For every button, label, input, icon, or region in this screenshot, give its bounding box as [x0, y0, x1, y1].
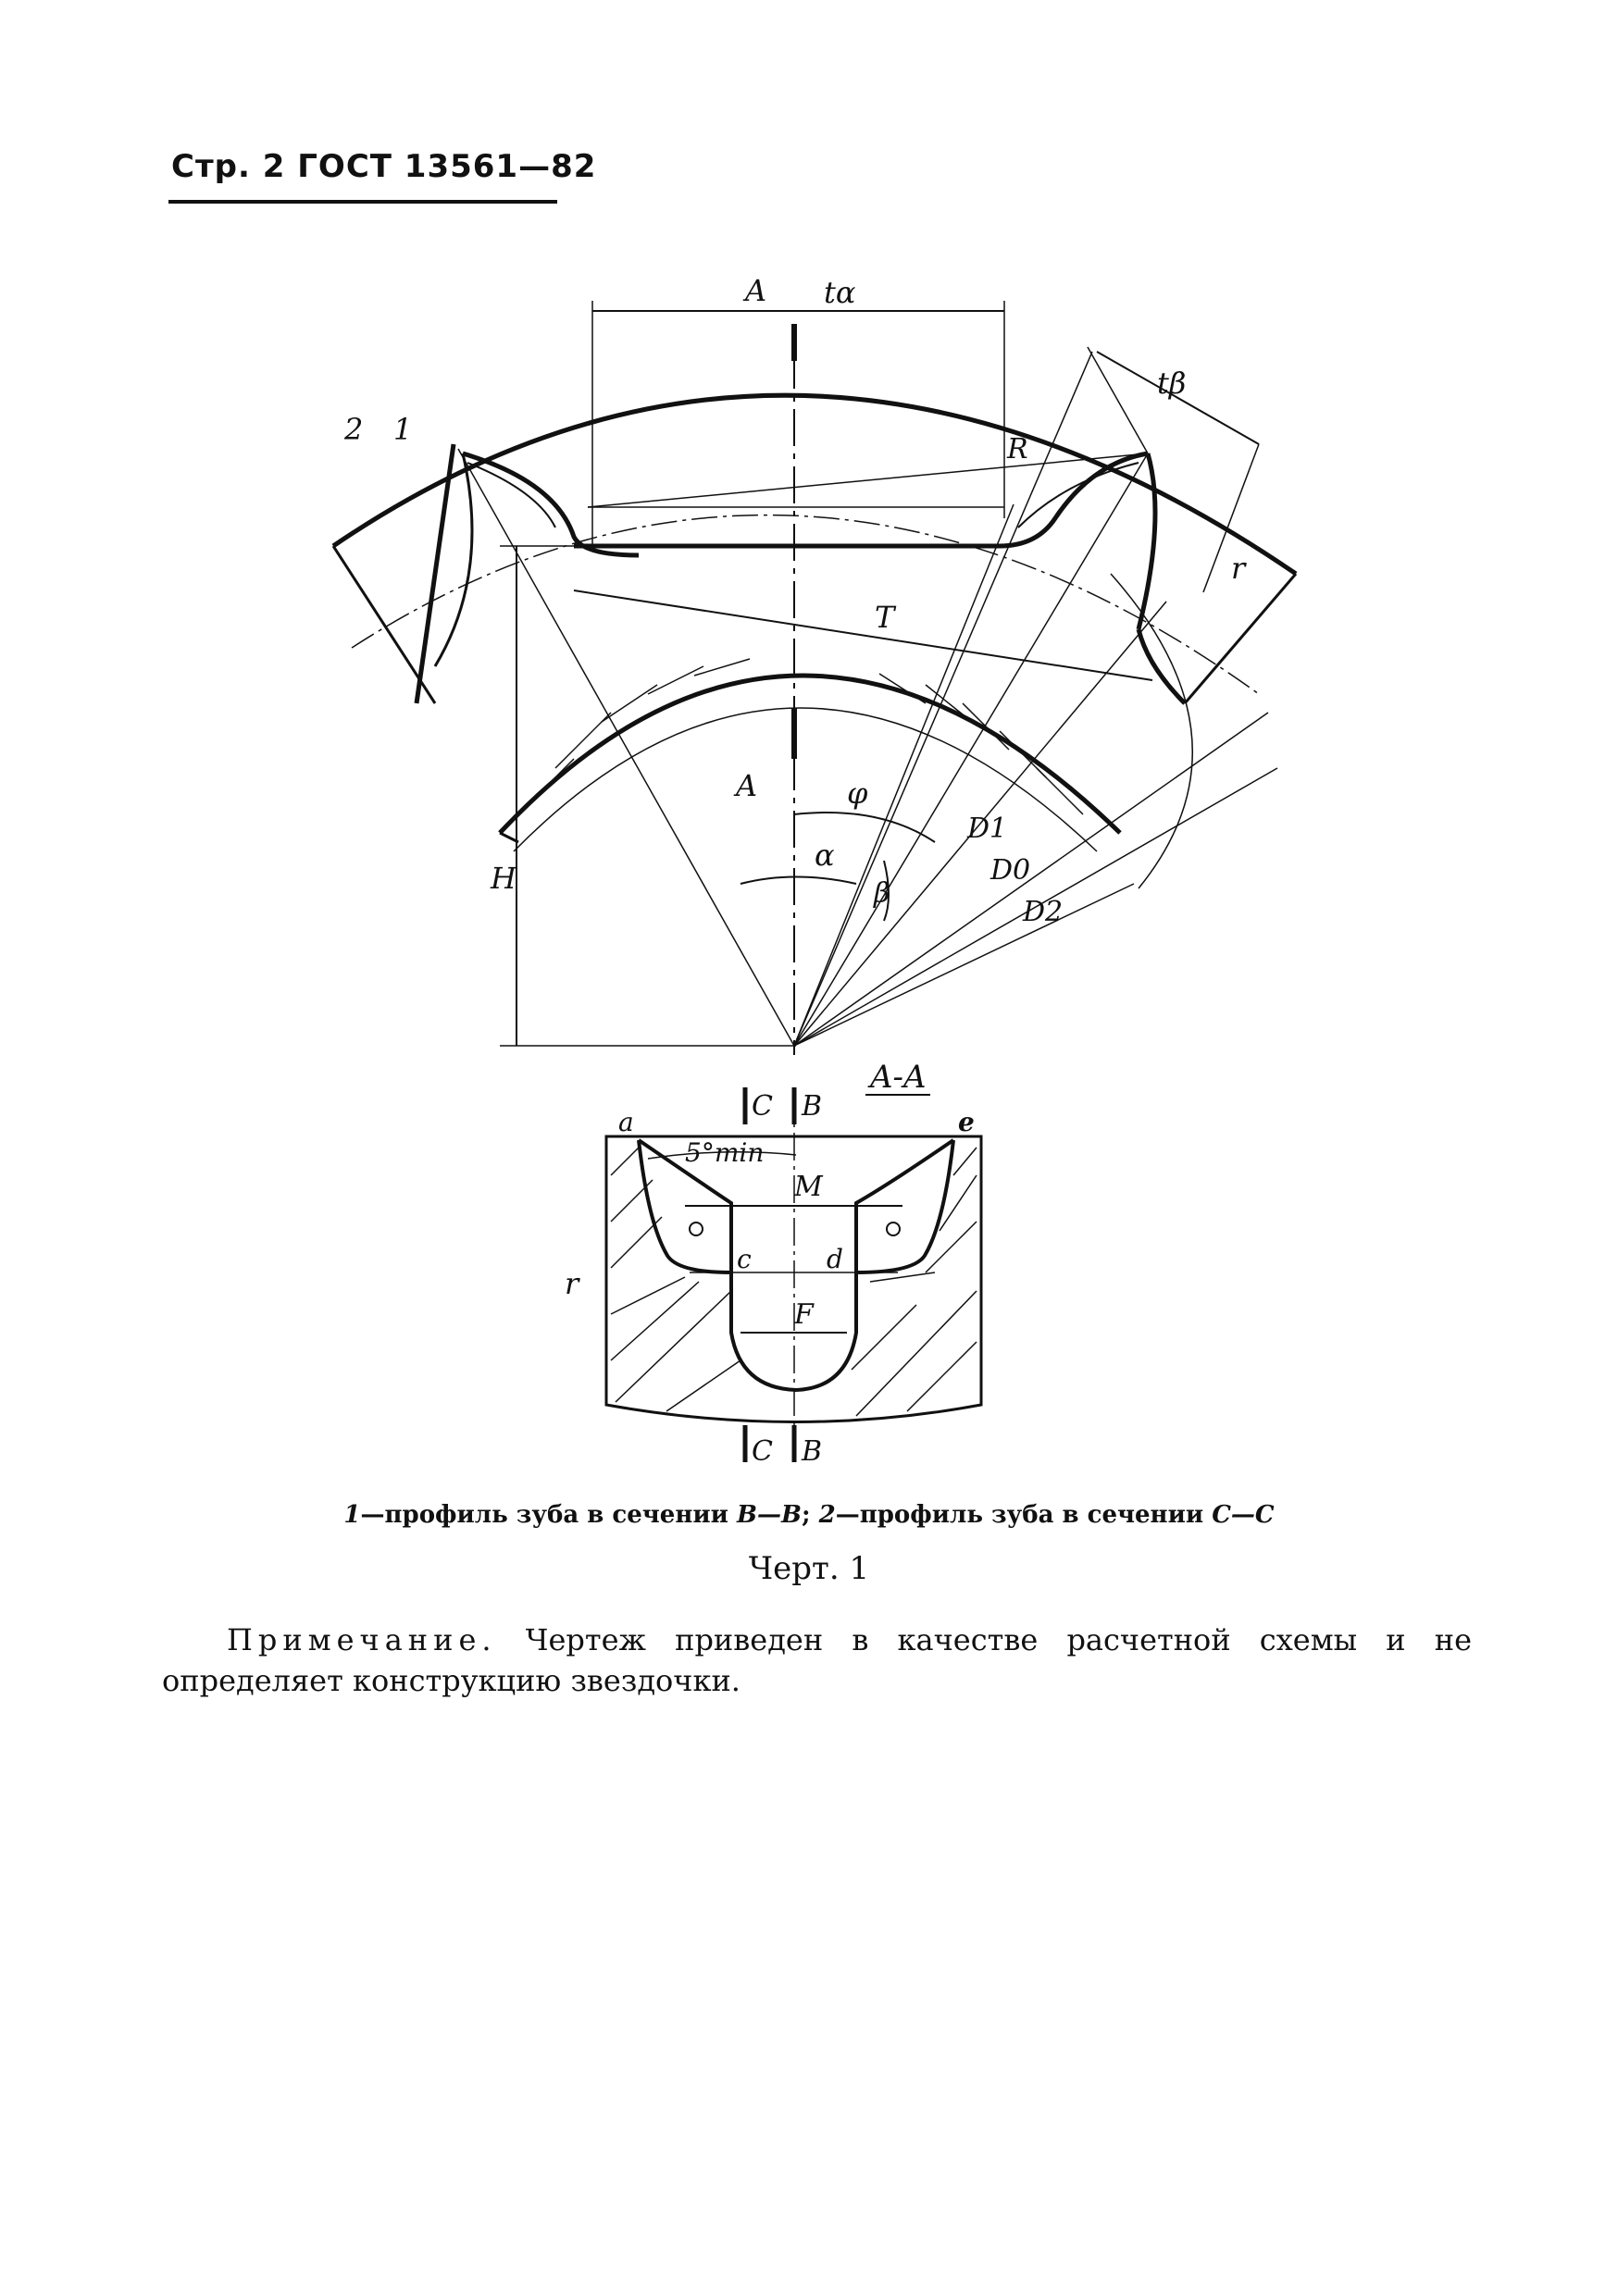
label-t-big: T — [875, 600, 897, 635]
label-a-mid: A — [733, 768, 757, 803]
t-beta-ext-1 — [1087, 346, 1149, 454]
caption-num-2: 2 — [818, 1501, 836, 1529]
radial-2 — [793, 453, 1149, 1047]
label-t-alpha: tα — [824, 275, 855, 310]
drawing-labels: A tα tβ 2 1 R T r A φ α β D1 D0 D2 H — [343, 273, 1247, 928]
label-c-bot: C — [752, 1435, 773, 1468]
hub-inner-arc — [513, 707, 1098, 852]
label-m: M — [793, 1171, 824, 1203]
label-section-title: A-A — [867, 1059, 927, 1096]
right-cavity-inner — [1017, 462, 1139, 528]
figure-caption: 1—профиль зуба в сечении B—B; 2—профиль … — [0, 1501, 1618, 1529]
caption-separator: ; — [801, 1501, 819, 1529]
label-a-corner: a — [618, 1107, 634, 1137]
label-f: F — [793, 1298, 815, 1331]
radial-left — [457, 448, 795, 1047]
outer-arc — [331, 392, 1298, 577]
left-tooth-2 — [433, 453, 474, 667]
right-tooth-2 — [1136, 628, 1187, 705]
right-cavity — [999, 451, 1149, 549]
alpha-arc — [740, 875, 857, 885]
label-b-bot: B — [801, 1435, 822, 1468]
hub-hatching — [517, 658, 1084, 815]
label-d0: D0 — [989, 854, 1030, 887]
label-beta: β — [873, 877, 890, 910]
r-chord-2 — [587, 453, 1149, 508]
caption-text-1: —профиль зуба в сечении — [360, 1501, 737, 1529]
label-e-corner: e — [958, 1107, 975, 1137]
hub-arc — [498, 673, 1122, 835]
caption-num-1: 1 — [343, 1501, 361, 1529]
label-d2: D2 — [1022, 896, 1063, 928]
note-text: Чертеж приведен в качестве расчетной схе… — [162, 1622, 1472, 1698]
section-cavity — [637, 1139, 955, 1393]
note-paragraph: Примечание. Чертеж приведен в качестве р… — [162, 1620, 1472, 1701]
t-dim — [573, 590, 1153, 681]
page-header: Стр. 2 ГОСТ 13561—82 — [171, 148, 596, 185]
left-lower-edge — [499, 831, 519, 844]
five-min-arc — [647, 1151, 797, 1160]
center-mark-left — [689, 1222, 703, 1236]
right-tooth-1 — [1136, 453, 1158, 630]
label-h: H — [490, 861, 517, 896]
label-phi: φ — [847, 776, 868, 811]
left-tooth-1 — [414, 443, 456, 704]
section-a-a — [604, 1087, 983, 1462]
t-beta-dim — [1096, 351, 1260, 445]
radial-4 — [793, 503, 1014, 1047]
sprocket-view — [331, 301, 1298, 1055]
beta-arc — [883, 860, 890, 922]
t-beta-ext-2 — [1202, 443, 1260, 593]
center-mark-right — [886, 1222, 901, 1236]
section-labels: A-A C B C B a e 5°min M c d F r — [565, 1059, 975, 1468]
label-t-beta: tβ — [1157, 366, 1186, 401]
section-outline — [604, 1135, 983, 1423]
phi-arc — [793, 812, 936, 843]
label-2: 2 — [343, 412, 363, 447]
label-1: 1 — [393, 412, 412, 447]
note-lead: Примечание. — [227, 1622, 497, 1657]
header-rule — [168, 200, 557, 204]
label-a-top: A — [742, 273, 766, 308]
section-hatching — [610, 1147, 977, 1417]
label-r-section: r — [565, 1266, 580, 1301]
label-r-big: R — [1006, 433, 1028, 465]
pitch-arc — [351, 514, 1260, 695]
page-number: Стр. 2 — [171, 148, 286, 185]
label-five-min: 5°min — [685, 1137, 764, 1168]
standard-number: ГОСТ 13561—82 — [297, 148, 597, 185]
caption-section-2: C—C — [1212, 1501, 1275, 1529]
label-c-top: C — [752, 1090, 773, 1123]
left-cavity-inner — [467, 462, 556, 528]
left-cavity — [462, 451, 640, 558]
d2-arc — [1110, 573, 1193, 889]
radial-3 — [793, 601, 1167, 1047]
caption-section-1: B—B — [737, 1501, 802, 1529]
label-d1: D1 — [966, 813, 1007, 845]
caption-text-2: —профиль зуба в сечении — [835, 1501, 1213, 1529]
right-edge — [1183, 573, 1298, 704]
label-d: d — [827, 1244, 843, 1274]
section-shoulders — [637, 1138, 955, 1272]
label-b-top: B — [801, 1090, 822, 1123]
radial-d0 — [793, 767, 1278, 1047]
radial-d2 — [793, 883, 1135, 1047]
figure-label: Черт. 1 — [748, 1550, 870, 1587]
label-r-small: r — [1231, 551, 1247, 586]
label-c: c — [737, 1244, 752, 1274]
radial-d1 — [793, 712, 1269, 1047]
label-alpha: α — [815, 838, 835, 873]
